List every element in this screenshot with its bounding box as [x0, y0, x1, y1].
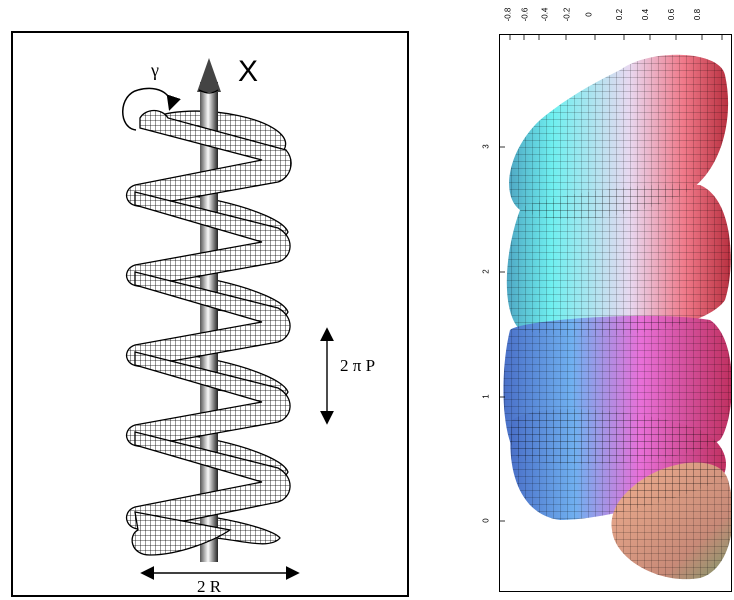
helix-front-strands	[126, 109, 292, 556]
pitch-label: 2 π P	[340, 356, 376, 375]
top-tick-label: 0.4	[641, 8, 651, 21]
rotation-label-gamma: γ	[151, 60, 159, 80]
rotation-arc-icon	[122, 89, 139, 131]
top-tick-label: 0.6	[667, 8, 677, 21]
width-label: 2 R	[197, 577, 222, 596]
top-tick-label: -0.2	[562, 7, 572, 22]
axis-label-x: X	[238, 55, 259, 88]
axis-rotation-mark-icon	[198, 89, 219, 94]
left-tick-label: 2	[481, 269, 491, 274]
top-tick-label: 0.8	[693, 8, 703, 21]
central-axis-rod	[200, 82, 218, 562]
tube-surface	[503, 54, 731, 580]
top-axis-ticks	[509, 34, 723, 40]
top-tick-label: -0.6	[520, 7, 530, 22]
top-tick-label: -0.8	[503, 7, 513, 22]
left-tick-label: 3	[481, 144, 491, 149]
top-tick-label: 0	[584, 12, 594, 17]
left-axis-ticks	[499, 146, 505, 522]
top-tick-label: -0.4	[540, 7, 550, 22]
left-tick-label: 1	[481, 394, 491, 399]
left-tick-label: 0	[481, 518, 491, 523]
top-tick-label: 0.2	[615, 8, 625, 21]
axis-arrowhead-icon	[197, 58, 221, 92]
